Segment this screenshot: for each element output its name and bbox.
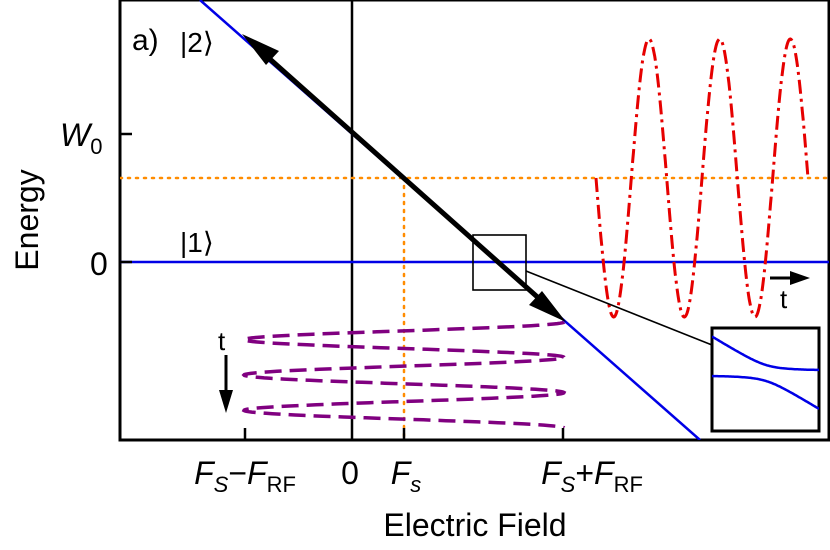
- panel-label: a): [132, 24, 159, 57]
- arrow-head-up: [242, 34, 279, 65]
- fs-label: Fs: [391, 455, 422, 497]
- sweep-range-arrow: [260, 50, 554, 312]
- inset-upper-branch: [712, 335, 819, 372]
- time-label-left: t: [218, 326, 226, 356]
- zero-field-label: 0: [341, 455, 359, 491]
- time-arrow-right-head: [790, 271, 810, 285]
- arrow-head-down: [529, 291, 566, 322]
- time-label-right: t: [780, 284, 788, 314]
- fs-plus-frf-label: FS+FRF: [541, 455, 643, 497]
- x-axis-label: Electric Field: [383, 507, 566, 543]
- w0-label: W0: [60, 117, 102, 159]
- zoom-connector: [525, 270, 713, 346]
- zero-energy-label: 0: [90, 246, 108, 282]
- time-arrow-left-head: [219, 390, 233, 413]
- y-axis-label: Energy: [9, 169, 45, 270]
- energy-oscillation-curve: [594, 37, 810, 319]
- zoom-box: [472, 234, 527, 291]
- state-1-label: |1⟩: [180, 227, 214, 258]
- plot-frame: [118, 0, 830, 442]
- inset-lower-branch: [712, 374, 819, 410]
- inset-box: [710, 326, 821, 433]
- fs-minus-frf-label: FS−FRF: [194, 455, 296, 497]
- state-2-label: |2⟩: [180, 27, 214, 58]
- field-sweep-curve: [241, 320, 567, 430]
